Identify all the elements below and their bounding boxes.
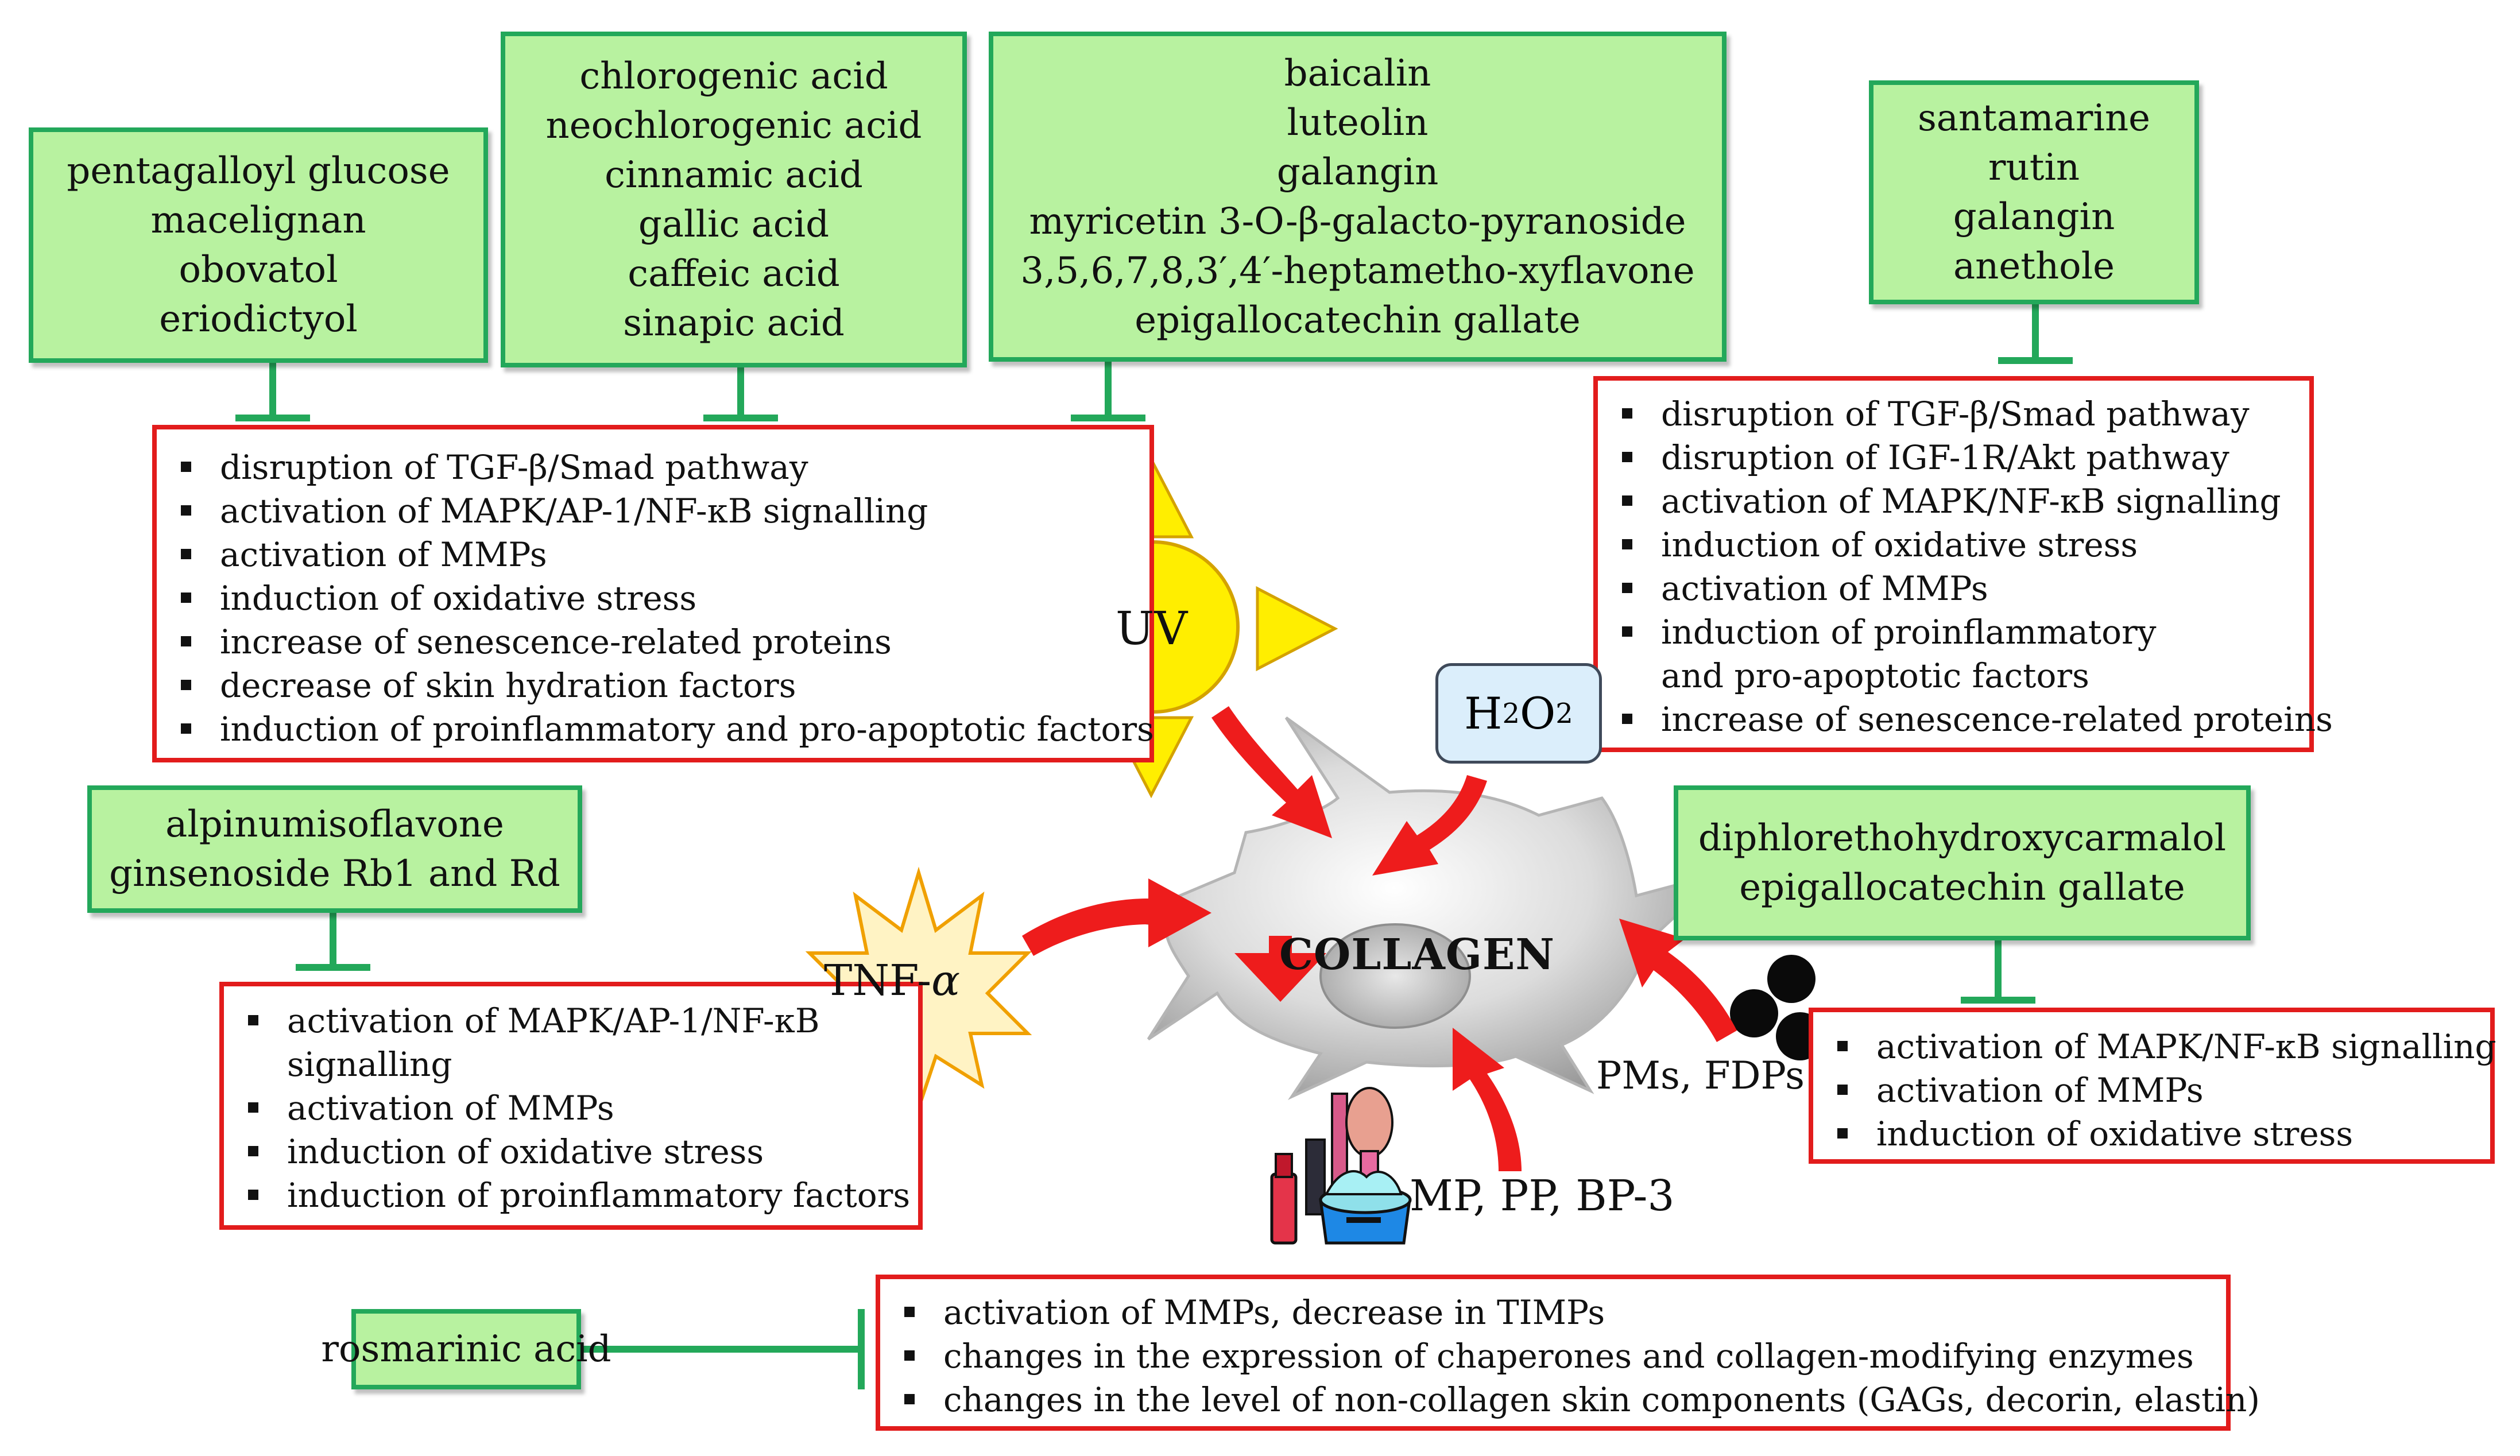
mechanism-item: activation of MAPK/AP-1/NF-κB: [235, 999, 918, 1043]
tnf-alpha: α: [931, 956, 961, 1005]
mechanism-box-particles: activation of MAPK/NF-κB signalling acti…: [1809, 1008, 2496, 1164]
mechanism-item: activation of MMPs: [235, 1086, 918, 1130]
inhibitor-compound: 3,5,6,7,8,3′,4′-heptametho-xyflavone: [1020, 249, 1695, 292]
arrow-h2o2-to-cell: [1372, 775, 1487, 876]
inhibitor-compound: alpinumisoflavone: [165, 803, 504, 846]
mechanism-box-tnf: activation of MAPK/AP-1/NF-κB signalling…: [219, 982, 923, 1230]
mechanism-item: induction of proinflammatory factors: [235, 1174, 918, 1217]
decrease-arrow-icon: [1234, 936, 1326, 1002]
inhibitor-compound: diphlorethohydroxycarmalol: [1698, 817, 2227, 859]
arrow-cosmetics-to-cell: [1453, 1028, 1522, 1171]
inhibitor-compound: luteolin: [1287, 101, 1429, 144]
inhibitor-box-g7: rosmarinic acid: [321, 1309, 611, 1389]
mechanism-item: activation of MMPs: [1609, 567, 2309, 610]
inhibitor-compound: epigallocatechin gallate: [1739, 866, 2185, 909]
mechanism-item: activation of MMPs: [1825, 1068, 2490, 1112]
inhibitor-compound: chlorogenic acid: [579, 55, 888, 98]
mechanism-item-continuation: and pro-apoptotic factors: [1661, 656, 2089, 695]
mechanism-item: changes in the expression of chaperones …: [892, 1334, 2226, 1378]
inhibitor-box-g5: alpinumisoflavone ginsenoside Rb1 and Rd: [87, 785, 582, 913]
mechanism-box-uv: disruption of TGF-β/Smad pathway activat…: [152, 425, 1154, 762]
h2o2-sub2: 2: [1555, 697, 1573, 730]
inhibitor-compound: macelignan: [150, 199, 366, 242]
fibroblast-body: [1120, 716, 1724, 1100]
tnf-text: TNF-: [824, 956, 932, 1005]
mechanism-item: activation of MAPK/NF-κB signalling: [1825, 1025, 2496, 1068]
inhibitor-compound: ginsenoside Rb1 and Rd: [109, 853, 560, 895]
inhibitor-box-g1: pentagalloyl glucose macelignan obovatol…: [29, 127, 488, 363]
h2o2-o: O: [1519, 688, 1556, 739]
mechanism-item: disruption of IGF-1R/Akt pathway: [1609, 436, 2309, 479]
arrow-tnf-to-cell: [1022, 878, 1211, 956]
chemicals-label: MP, PP, BP-3: [1410, 1171, 1675, 1221]
arrow-uv-to-cell: [1211, 706, 1332, 838]
mechanism-item: induction of oxidative stress: [1825, 1112, 2490, 1156]
inhibitor-compound: rosmarinic acid: [321, 1328, 611, 1370]
inhibitor-compound: neochlorogenic acid: [545, 104, 922, 147]
mechanism-box-cosmetics: activation of MMPs, decrease in TIMPs ch…: [876, 1275, 2260, 1431]
inhibitor-compound: obovatol: [179, 249, 338, 291]
mechanism-item: changes in the level of non-collagen ski…: [892, 1378, 2260, 1422]
cell-graphic: [1120, 716, 1724, 1100]
inhibitor-compound: myricetin 3-O-β-galacto-pyranoside: [1029, 200, 1686, 243]
mechanism-item: induction of oxidative stress: [168, 576, 1149, 620]
mechanism-item: activation of MMPs, decrease in TIMPs: [892, 1291, 2226, 1334]
inhibitor-compound: baicalin: [1284, 52, 1431, 95]
inhibitor-compound: galangin: [1953, 196, 2115, 238]
cosmetics-icon: [1270, 1087, 1412, 1245]
effect-arrows: [1022, 706, 1737, 1171]
uv-label: UV: [1116, 602, 1188, 655]
inhibitor-compound: anethole: [1953, 245, 2115, 288]
mechanism-item: disruption of TGF-β/Smad pathway: [168, 446, 1149, 489]
particles-label: PMs, FDPs: [1596, 1054, 1805, 1098]
mechanism-item: disruption of TGF-β/Smad pathway: [1609, 392, 2309, 436]
mechanism-item-continuation: signalling: [287, 1045, 452, 1084]
inhibitor-compound: rutin: [1988, 146, 2080, 189]
inhibitor-box-g6: diphlorethohydroxycarmalol epigallocatec…: [1674, 785, 2251, 940]
cell-nucleus: [1319, 923, 1471, 1029]
inhibitor-compound: pentagalloyl glucose: [67, 150, 450, 192]
inhibitor-compound: cinnamic acid: [605, 153, 863, 196]
h2o2-sub1: 2: [1502, 697, 1520, 730]
collagen-label: COLLAGEN: [1279, 930, 1555, 979]
mechanism-item: activation of MMPs: [168, 533, 1149, 576]
mechanism-item: induction of proinflammatory and pro-apo…: [168, 707, 1154, 751]
mechanism-item: activation of MAPK/AP-1/NF-κB signalling: [168, 489, 1149, 533]
mechanism-item: activation of MAPK/NF-κB signalling: [1609, 479, 2309, 523]
inhibitor-compound: gallic acid: [638, 203, 830, 246]
inhibitor-compound: galangin: [1276, 150, 1439, 193]
inhibitor-box-g2: chlorogenic acid neochlorogenic acid cin…: [501, 32, 967, 367]
inhibitor-compound: sinapic acid: [623, 301, 845, 344]
inhibition-connectors: [235, 301, 2073, 1389]
mechanism-item: induction of oxidative stress: [235, 1130, 918, 1174]
mechanism-item: increase of senescence-related proteins: [168, 620, 1149, 664]
arrow-particles-to-cell: [1619, 919, 1737, 1042]
inhibitor-box-g3: baicalin luteolin galangin myricetin 3-O…: [989, 32, 1727, 362]
mechanism-item: induction of oxidative stress: [1609, 523, 2309, 567]
mechanism-item: induction of proinflammatory: [1609, 610, 2309, 654]
mechanism-item: decrease of skin hydration factors: [168, 664, 1149, 707]
mechanism-box-h2o2: disruption of TGF-β/Smad pathway disrupt…: [1593, 376, 2333, 752]
h2o2-h: H: [1464, 688, 1503, 739]
inhibitor-compound: eriodictyol: [159, 298, 358, 340]
inhibitor-compound: epigallocatechin gallate: [1135, 299, 1581, 342]
mechanism-item: increase of senescence-related proteins: [1609, 698, 2333, 741]
inhibitor-compound: caffeic acid: [628, 252, 840, 295]
tnf-label: TNF-α: [824, 956, 960, 1005]
inhibitor-compound: santamarine: [1917, 97, 2151, 140]
inhibitor-box-g4: santamarine rutin galangin anethole: [1869, 80, 2199, 304]
